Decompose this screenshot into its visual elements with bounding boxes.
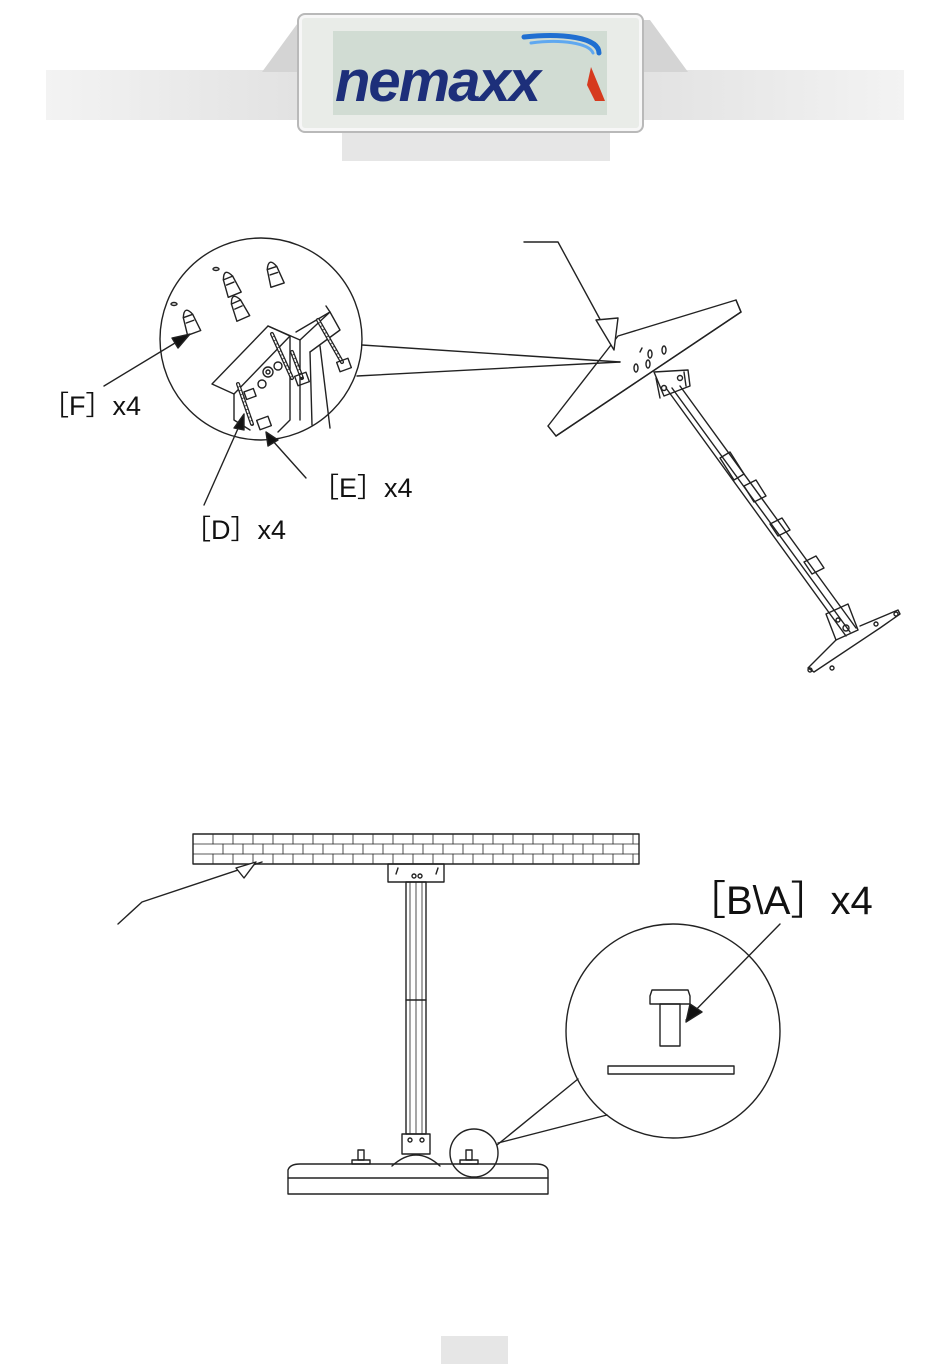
ceiling-leader [524, 242, 618, 350]
wall-anchors-f [171, 260, 284, 335]
projector [288, 1150, 548, 1194]
page-number-box [441, 1336, 508, 1364]
brick-ceiling [193, 834, 639, 864]
ceiling-plate [548, 300, 741, 436]
zoom-circle-bottom [450, 924, 780, 1177]
mount-pole-angled [654, 370, 900, 672]
callout-e: ［E］x4 [312, 466, 413, 505]
callout-f: ［F］x4 [42, 384, 141, 423]
brick-pattern [213, 834, 633, 864]
mount-pole-vertical [388, 864, 444, 1166]
ceiling-leader-bottom [118, 862, 262, 924]
zoom-circle-top [160, 238, 620, 440]
callout-d: ［D］x4 [184, 508, 286, 547]
callout-ba: ［B\A］x4 [686, 868, 873, 926]
